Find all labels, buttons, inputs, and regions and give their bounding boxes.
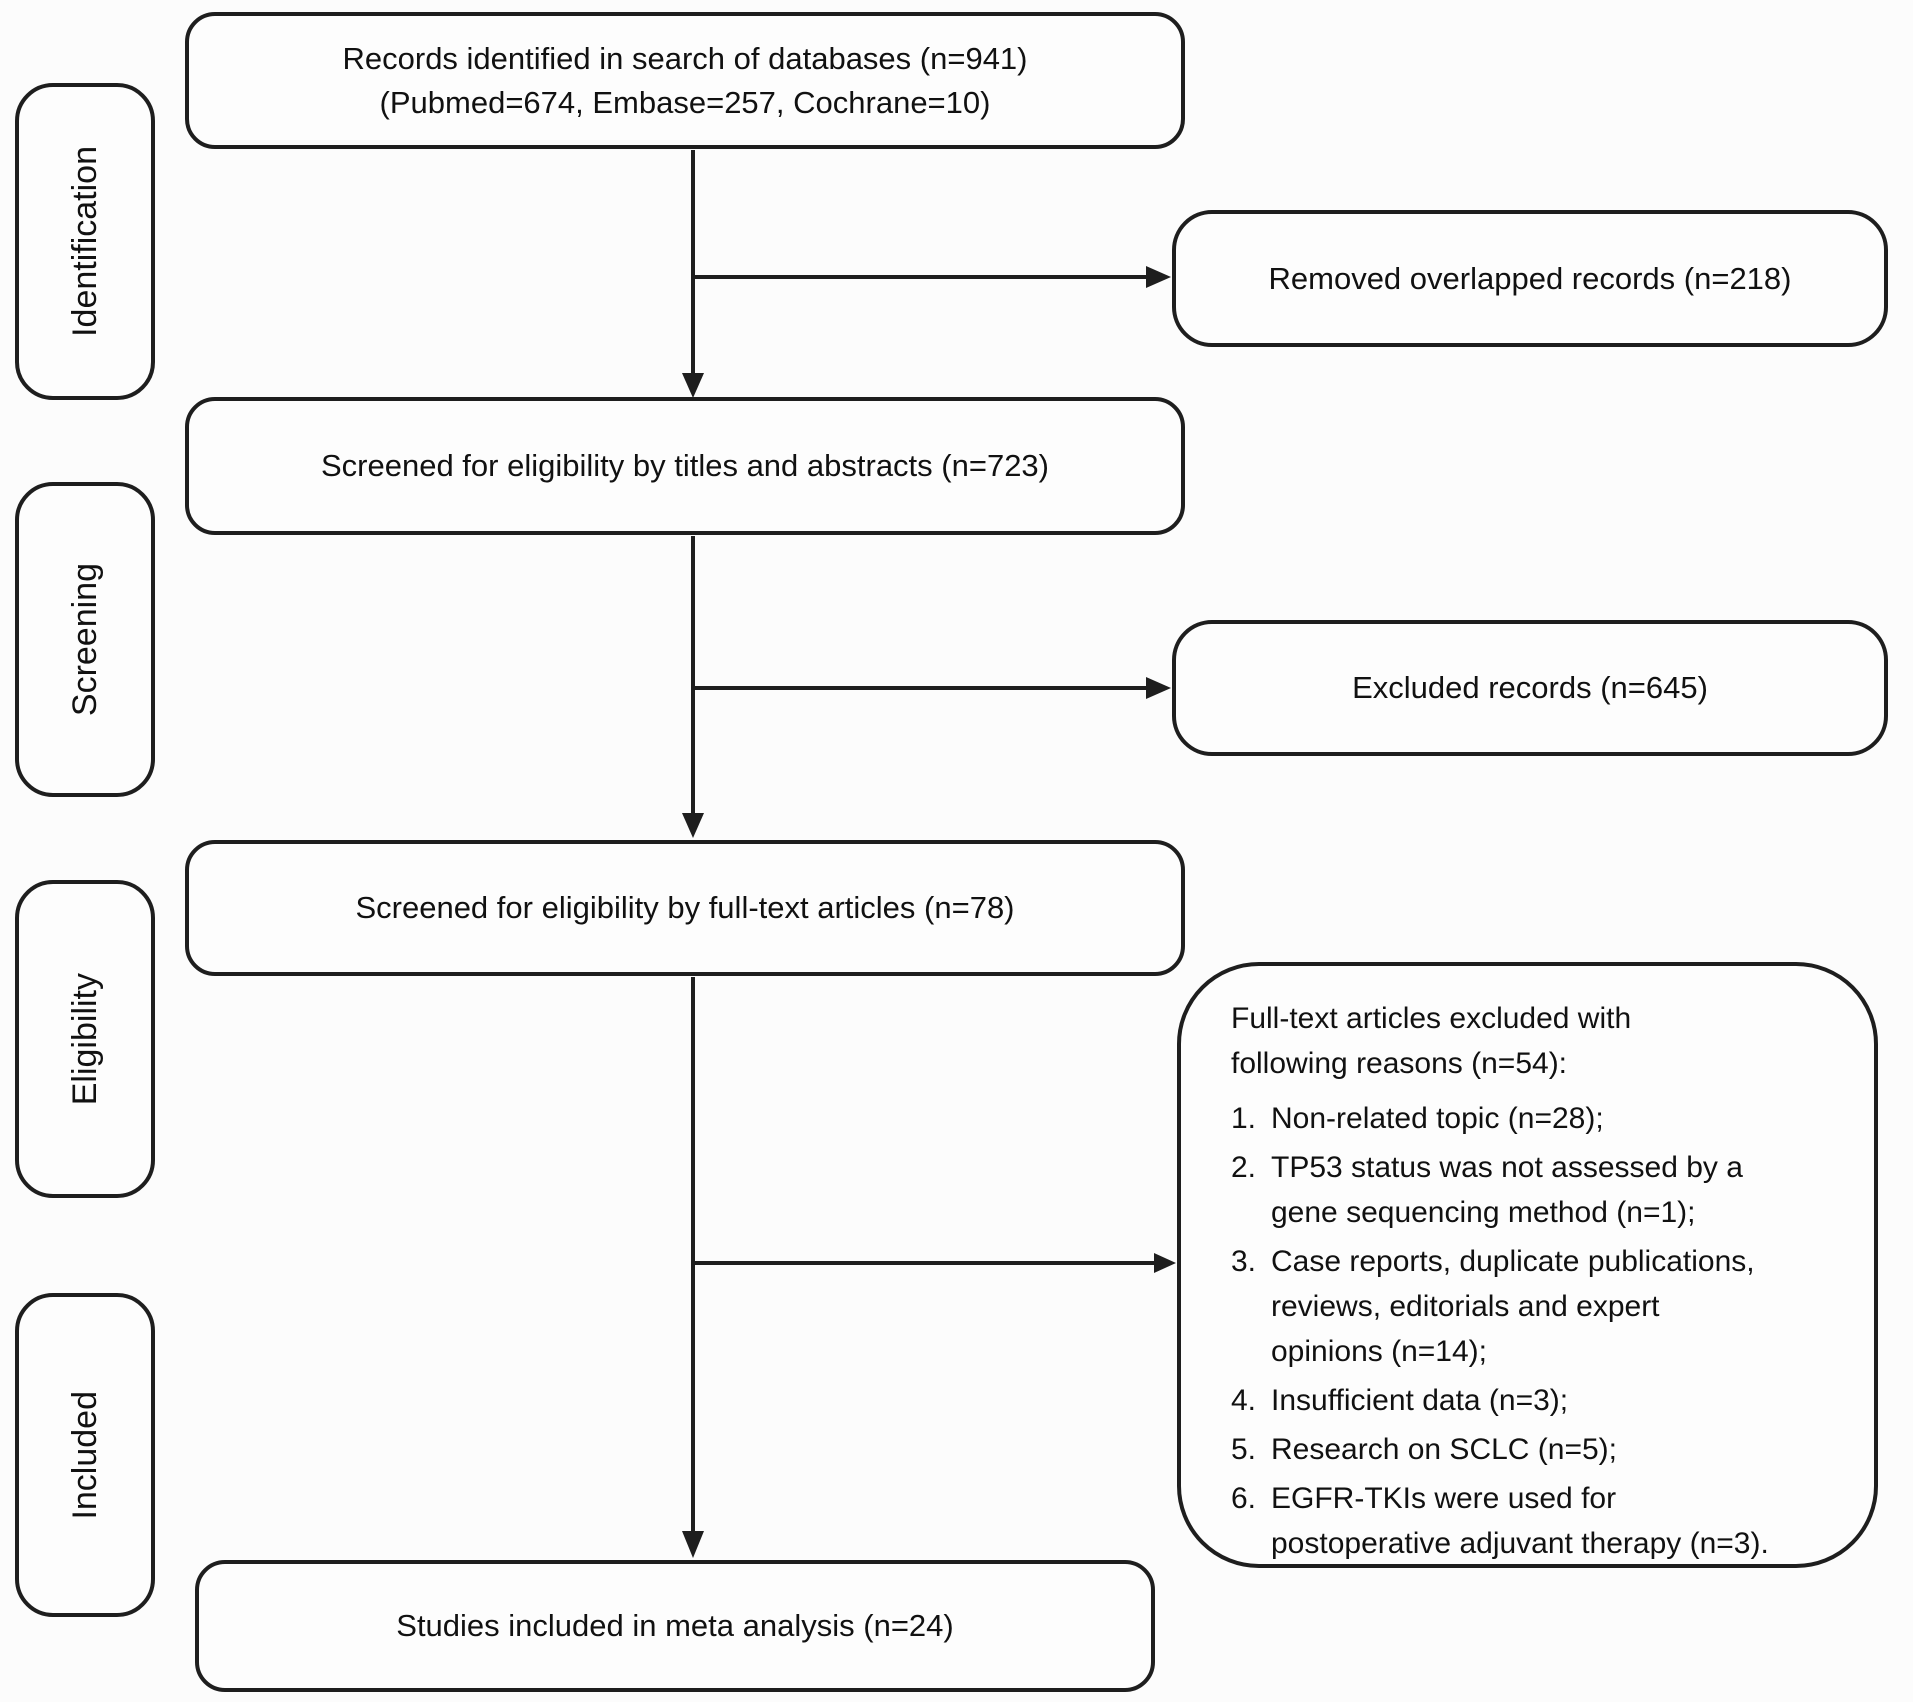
exclusion-reason-6: 6. EGFR-TKIs were used for postoperative… (1231, 1476, 1838, 1566)
reason-line: EGFR-TKIs were used for (1271, 1482, 1617, 1515)
exclusion-reason-1: 1. Non-related topic (n=28); (1231, 1096, 1838, 1141)
reason-text: EGFR-TKIs were used for postoperative ad… (1271, 1476, 1769, 1566)
arrow-fulltext-to-included (682, 977, 704, 1558)
records-identified-sources-line: (Pubmed=674, Embase=257, Cochrane=10) (379, 84, 991, 120)
screened-fulltext-line: Screened for eligibility by full-text ar… (355, 890, 1015, 925)
reason-line: Insufficient data (n=3); (1271, 1384, 1569, 1417)
reason-line: postoperative adjuvant therapy (n=3). (1271, 1527, 1769, 1560)
removed-overlapped-box: Removed overlapped records (n=218) (1172, 210, 1888, 347)
reason-number: 1. (1231, 1102, 1257, 1135)
arrow-to-fulltext-excluded (693, 1253, 1176, 1273)
reason-text: Research on SCLC (n=5); (1271, 1427, 1617, 1472)
reason-number: 6. (1231, 1482, 1257, 1515)
reason-number: 4. (1231, 1384, 1257, 1417)
reason-line: reviews, editorials and expert (1271, 1290, 1660, 1323)
reason-line: opinions (n=14); (1271, 1335, 1487, 1368)
reason-text: Non-related topic (n=28); (1271, 1096, 1604, 1141)
reason-text: Insufficient data (n=3); (1271, 1378, 1568, 1423)
stage-label-identification: Identification (65, 146, 104, 337)
reason-line: TP53 status was not assessed by a (1271, 1151, 1743, 1184)
arrow-to-excluded-records (693, 677, 1171, 699)
stage-label-screening: Screening (65, 562, 104, 717)
screened-titles-box: Screened for eligibility by titles and a… (185, 397, 1185, 535)
stage-box-eligibility: Eligibility (15, 880, 155, 1198)
included-studies-box: Studies included in meta analysis (n=24) (195, 1560, 1155, 1692)
reason-text: TP53 status was not assessed by a gene s… (1271, 1145, 1743, 1235)
exclusion-reason-3: 3. Case reports, duplicate publications,… (1231, 1239, 1838, 1374)
stage-label-included: Included (65, 1390, 104, 1520)
reason-line: gene sequencing method (n=1); (1271, 1196, 1696, 1229)
exclusion-reason-5: 5. Research on SCLC (n=5); (1231, 1427, 1838, 1472)
reason-number: 5. (1231, 1433, 1257, 1466)
excluded-records-box: Excluded records (n=645) (1172, 620, 1888, 756)
stage-label-eligibility: Eligibility (65, 972, 104, 1106)
included-studies-line: Studies included in meta analysis (n=24) (396, 1608, 954, 1643)
arrow-records-to-titles-screening (682, 150, 704, 398)
arrow-to-removed-overlapped (693, 266, 1171, 288)
reason-text: Case reports, duplicate publications, re… (1271, 1239, 1755, 1374)
fulltext-excluded-heading: Full-text articles excluded with followi… (1231, 996, 1838, 1086)
excluded-records-label: Excluded records (n=645) (1352, 670, 1708, 705)
exclusion-reason-2: 2. TP53 status was not assessed by a gen… (1231, 1145, 1838, 1235)
records-identified-box: Records identified in search of database… (185, 12, 1185, 149)
reason-line: Research on SCLC (n=5); (1271, 1433, 1617, 1466)
reason-number: 3. (1231, 1245, 1257, 1278)
exclusion-reason-4: 4. Insufficient data (n=3); (1231, 1378, 1838, 1423)
records-identified-line: Records identified in search of database… (342, 40, 1028, 76)
arrow-titles-to-fulltext-screening (682, 536, 704, 838)
stage-box-identification: Identification (15, 83, 155, 400)
stage-box-included: Included (15, 1293, 155, 1617)
reason-line: Non-related topic (n=28); (1271, 1102, 1604, 1135)
fulltext-excluded-heading-line: Full-text articles excluded with (1231, 1002, 1632, 1035)
removed-overlapped-label: Removed overlapped records (n=218) (1268, 260, 1792, 296)
stage-box-screening: Screening (15, 482, 155, 797)
screened-titles-line: Screened for eligibility by titles and a… (320, 448, 1049, 483)
fulltext-excluded-box: Full-text articles excluded with followi… (1177, 962, 1878, 1568)
reason-line: Case reports, duplicate publications, (1271, 1245, 1755, 1278)
screened-fulltext-box: Screened for eligibility by full-text ar… (185, 840, 1185, 976)
reason-number: 2. (1231, 1151, 1257, 1184)
fulltext-excluded-heading-line: following reasons (n=54): (1231, 1047, 1568, 1080)
